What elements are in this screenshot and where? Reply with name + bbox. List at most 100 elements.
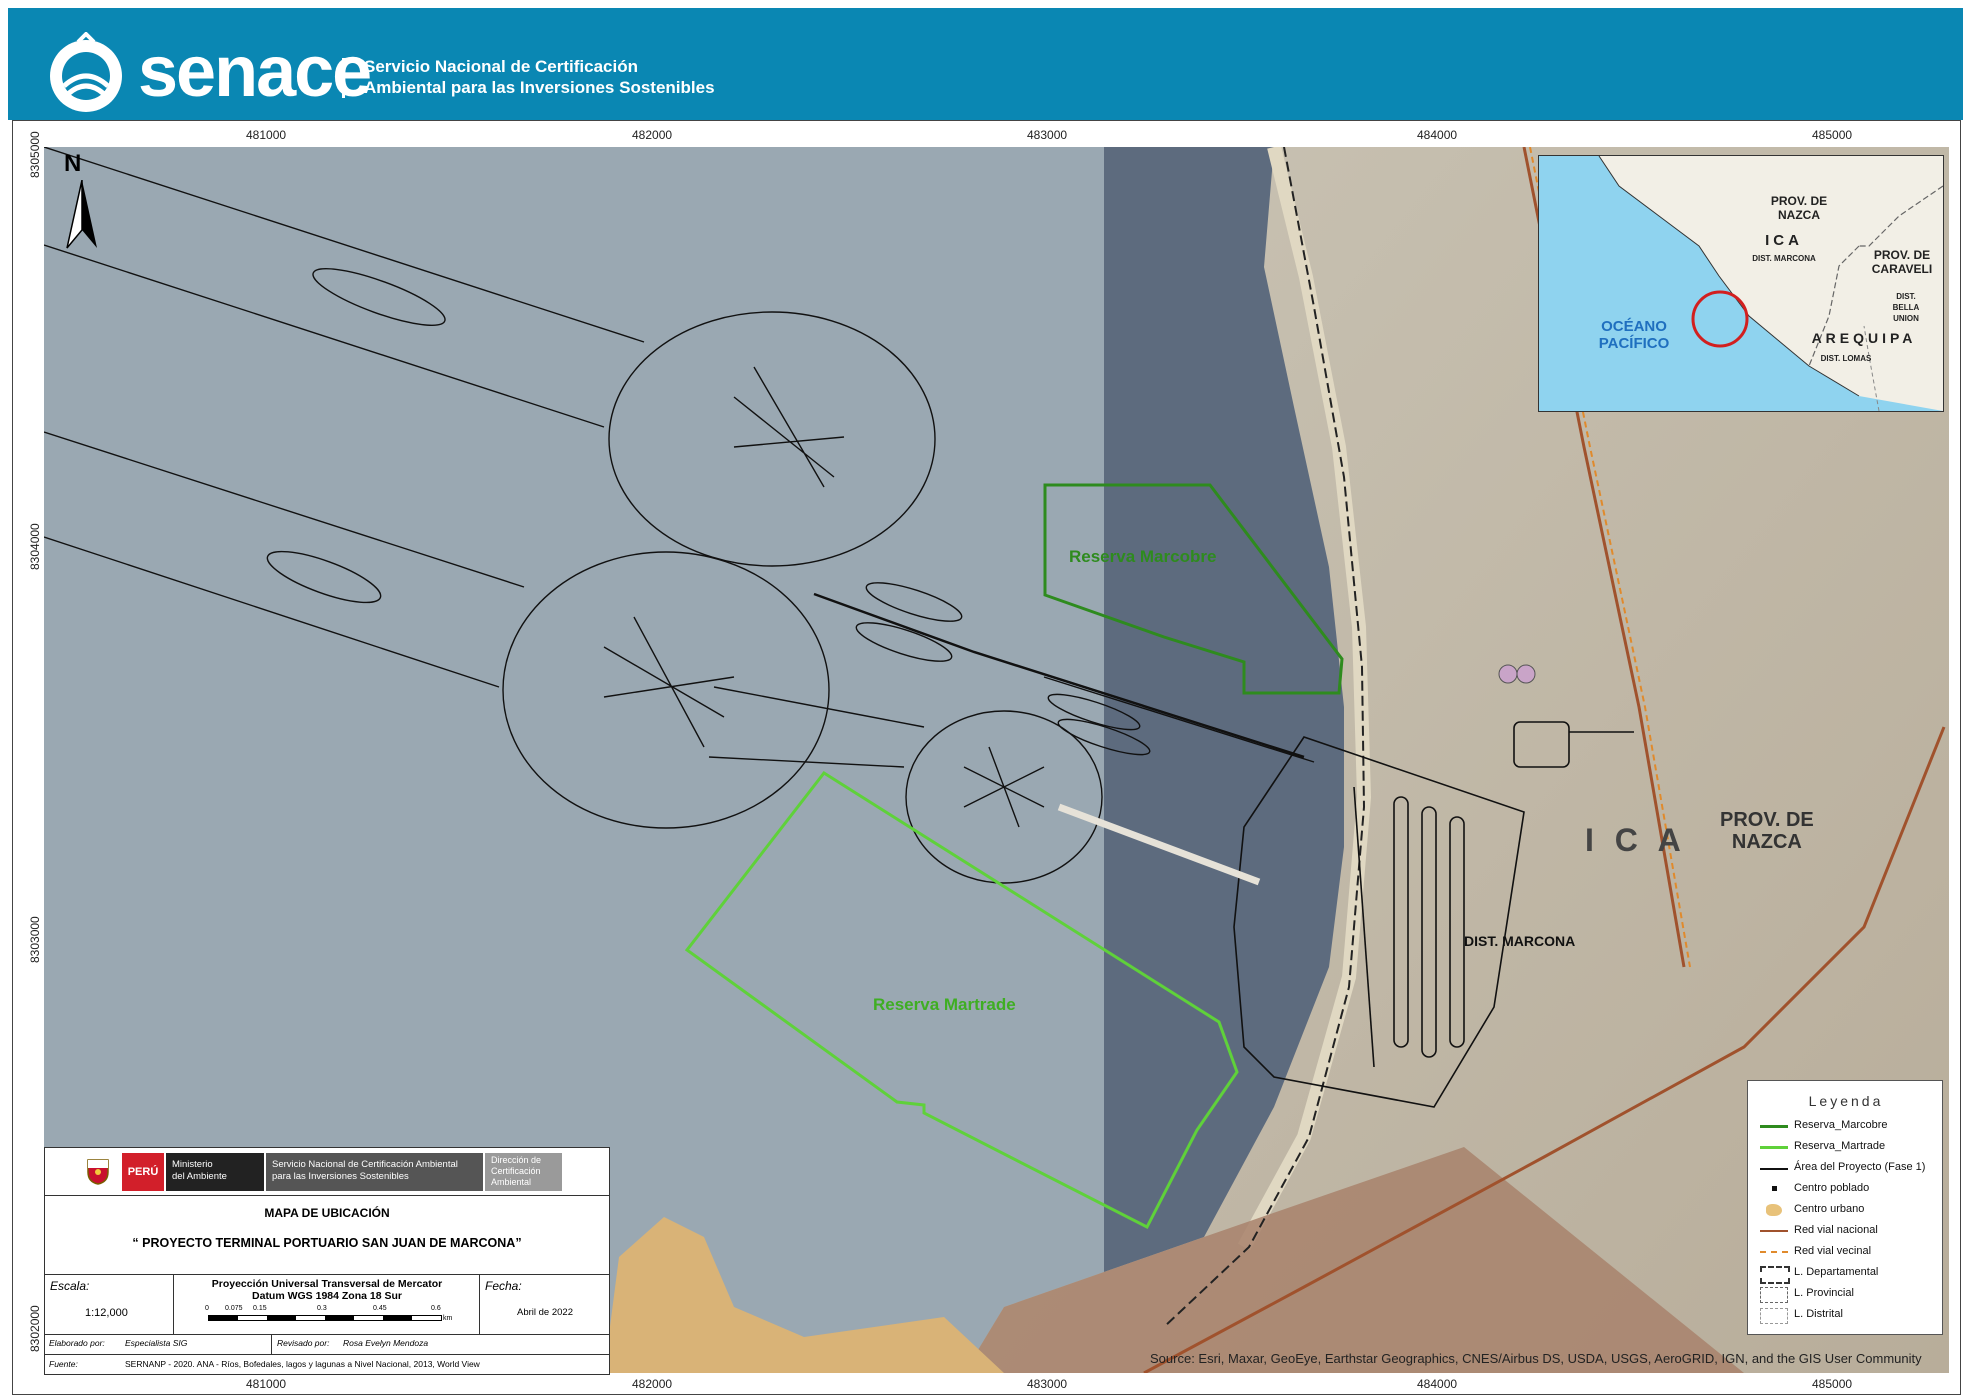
tb-divider xyxy=(45,1195,609,1196)
project-area xyxy=(1233,721,1634,1108)
scale-bar: 0 0.075 0.15 0.3 0.45 0.6 km xyxy=(205,1305,453,1323)
north-arrow-icon xyxy=(66,180,97,249)
y-tick-left: 8302000 xyxy=(28,1305,42,1352)
legend: Leyenda Reserva_Marcobre Reserva_Martrad… xyxy=(1747,1080,1943,1335)
legend-label: Red vial vecinal xyxy=(1794,1245,1872,1257)
fuente-label: Fuente: xyxy=(49,1359,78,1369)
inset-drawing xyxy=(1539,156,1943,411)
legend-line-project xyxy=(1760,1168,1788,1170)
scale-tick-label: 0.45 xyxy=(373,1305,387,1312)
legend-line-red-vial-vecinal xyxy=(1760,1251,1788,1253)
legend-area-centro-urbano xyxy=(1766,1204,1782,1216)
legend-item: L. Departamental xyxy=(1760,1264,1940,1284)
inset-arequipa: AREQUIPA xyxy=(1811,330,1917,346)
x-tick-bottom: 484000 xyxy=(1417,1377,1458,1391)
x-tick-top: 482000 xyxy=(632,128,673,142)
elaborado-label: Elaborado por: xyxy=(49,1338,105,1348)
legend-item: Área del Proyecto (Fase 1) xyxy=(1760,1159,1940,1179)
dept-boundary xyxy=(1163,147,1366,1328)
legend-box-departamental xyxy=(1760,1266,1790,1284)
inset-dist-bella-union: DIST. BELLA UNION xyxy=(1892,292,1920,323)
legend-label: L. Provincial xyxy=(1794,1287,1854,1299)
legend-item: Reserva_Martrade xyxy=(1760,1138,1940,1158)
fecha-label: Fecha: xyxy=(485,1279,522,1293)
map-type-title: MAPA DE UBICACIÓN xyxy=(264,1206,390,1220)
legend-item: Centro poblado xyxy=(1760,1180,1940,1200)
revisado-label: Revisado por: xyxy=(277,1338,330,1348)
legend-box-distrital xyxy=(1760,1308,1788,1324)
scale-unit: km xyxy=(443,1315,453,1322)
legend-label: Área del Proyecto (Fase 1) xyxy=(1794,1161,1926,1173)
fuente-value: SERNANP - 2020. ANA - Ríos, Bofedales, l… xyxy=(125,1359,480,1369)
inset-location-map: PROV. DE NAZCA ICA DIST. MARCONA PROV. D… xyxy=(1538,155,1944,412)
peru-badge: PERÚ xyxy=(122,1153,164,1191)
scale-tick-label: 0.075 xyxy=(225,1305,243,1312)
storage-tank xyxy=(1516,664,1536,684)
x-tick-bottom: 485000 xyxy=(1812,1377,1853,1391)
legend-box-provincial xyxy=(1760,1287,1788,1303)
storage-tank xyxy=(1498,664,1518,684)
x-tick-bottom: 482000 xyxy=(632,1377,673,1391)
pier xyxy=(1057,803,1261,886)
senace-logo-icon xyxy=(50,32,122,112)
inset-oceano: OCÉANO PACÍFICO xyxy=(1598,318,1670,352)
tb-divider xyxy=(45,1334,609,1335)
tb-divider xyxy=(45,1354,609,1355)
tb-divider-v xyxy=(173,1274,174,1334)
y-tick-left: 8305000 xyxy=(28,131,42,178)
x-tick-top: 484000 xyxy=(1417,128,1458,142)
legend-label: Reserva_Martrade xyxy=(1794,1140,1886,1152)
sandy-peninsula xyxy=(604,1217,1004,1373)
land-area xyxy=(964,147,1949,1373)
label-ica: I C A xyxy=(1585,822,1687,858)
map-attribution: Source: Esri, Maxar, GeoEye, Earthstar G… xyxy=(1150,1351,1922,1366)
legend-item: Reserva_Marcobre xyxy=(1760,1117,1940,1137)
project-title: “ PROYECTO TERMINAL PORTUARIO SAN JUAN D… xyxy=(132,1236,522,1250)
label-reserva-marcobre: Reserva Marcobre xyxy=(1069,547,1217,566)
inset-dist-marcona: DIST. MARCONA xyxy=(1752,254,1816,263)
title-block: PERÚ Ministerio del Ambiente Servicio Na… xyxy=(44,1147,610,1375)
scale-tick-label: 0.15 xyxy=(253,1305,267,1312)
legend-item: L. Provincial xyxy=(1760,1285,1940,1305)
north-arrow: N xyxy=(62,150,102,250)
brand-subtitle-line1: Servicio Nacional de Certificación xyxy=(364,57,638,76)
inset-ica: ICA xyxy=(1765,232,1803,249)
legend-label: L. Departamental xyxy=(1794,1266,1879,1278)
escala-value: 1:12,000 xyxy=(85,1307,128,1319)
study-area-marker xyxy=(1691,290,1749,348)
reserva-martrade-area xyxy=(684,771,1239,1230)
ministerio-badge: Ministerio del Ambiente xyxy=(166,1153,264,1191)
inset-prov-caraveli: PROV. DE CARAVELI xyxy=(1871,248,1933,276)
elaborado-value: Especialista SIG xyxy=(125,1338,188,1348)
servicio-badge: Servicio Nacional de Certificación Ambie… xyxy=(266,1153,483,1191)
legend-line-red-vial-nacional xyxy=(1760,1230,1788,1232)
x-tick-top: 485000 xyxy=(1812,128,1853,142)
direccion-badge: Dirección de Certificación Ambiental xyxy=(485,1153,562,1191)
national-road-2 xyxy=(1143,726,1946,1373)
projection-text: Proyección Universal Transversal de Merc… xyxy=(211,1278,443,1302)
inset-prov-nazca: PROV. DE NAZCA xyxy=(1770,194,1828,222)
y-tick-left: 8303000 xyxy=(28,916,42,963)
scale-bar-graphic xyxy=(208,1315,442,1321)
scale-tick-label: 0.6 xyxy=(431,1305,441,1312)
legend-label: Red vial nacional xyxy=(1794,1224,1878,1236)
label-dist-marcona: DIST. MARCONA xyxy=(1464,933,1576,949)
scale-tick-label: 0.3 xyxy=(317,1305,327,1312)
legend-label: Reserva_Marcobre xyxy=(1794,1119,1888,1131)
north-letter: N xyxy=(64,150,82,177)
tb-divider-v xyxy=(479,1274,480,1334)
x-tick-top: 481000 xyxy=(246,128,287,142)
legend-line-marcobre xyxy=(1760,1125,1788,1128)
revisado-value: Rosa Evelyn Mendoza xyxy=(343,1338,429,1348)
legend-point-centro-poblado xyxy=(1772,1186,1777,1191)
y-tick-left: 8304000 xyxy=(28,523,42,570)
header-banner: senace Servicio Nacional de Certificació… xyxy=(8,8,1963,120)
x-tick-top: 483000 xyxy=(1027,128,1068,142)
legend-title: Leyenda xyxy=(1808,1093,1884,1109)
brand-subtitle-line2: Ambiental para las Inversiones Sostenibl… xyxy=(364,78,715,97)
brand-name: senace xyxy=(138,32,372,112)
legend-label: Centro poblado xyxy=(1794,1182,1870,1194)
legend-item: Centro urbano xyxy=(1760,1201,1940,1221)
scale-tick-label: 0 xyxy=(205,1305,209,1312)
tb-divider xyxy=(45,1274,609,1275)
